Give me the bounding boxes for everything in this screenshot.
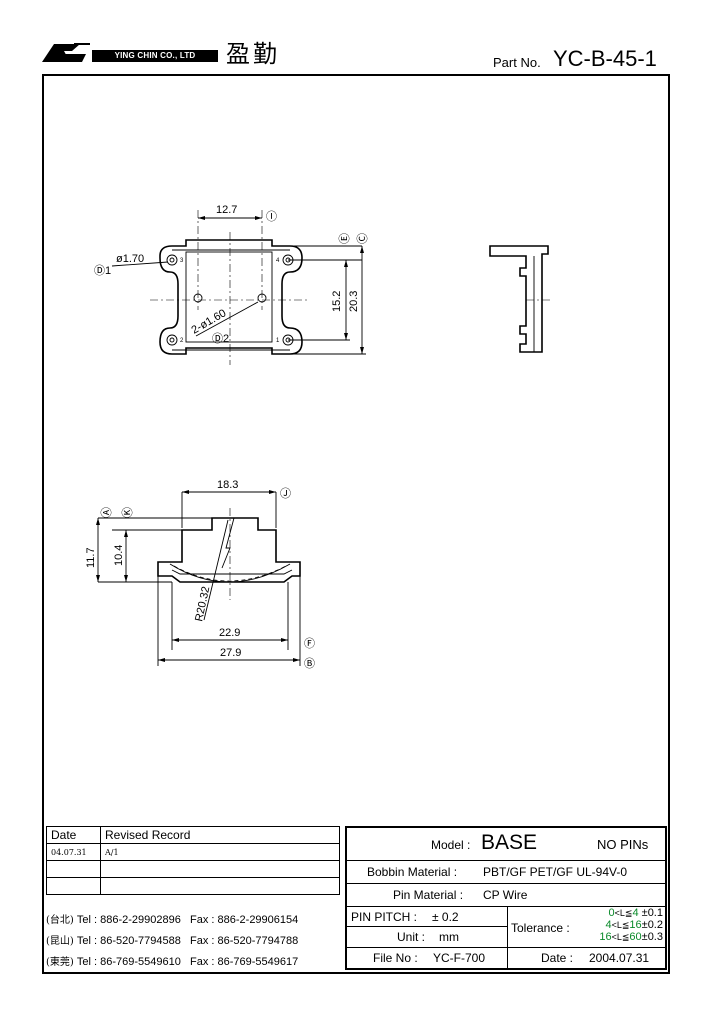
dim-18-3: 18.3 xyxy=(217,479,238,491)
part-number-value: YC-B-45-1 xyxy=(553,46,657,71)
revision-header: Date Revised Record xyxy=(46,826,340,844)
spec-pitch-row: PIN PITCH : ± 0.2 Unit : mm Tolerance : … xyxy=(347,907,665,948)
pin-2-label: 2 xyxy=(180,338,184,344)
dim-r2032: R20.32 xyxy=(193,585,212,622)
dim-12-7: 12.7 xyxy=(216,204,237,216)
tolerance-row: 16<L≦60±0.3 xyxy=(599,931,663,943)
contact-dongguan: (東莞) Tel : 86-769-5549610 Fax : 86-769-5… xyxy=(46,952,340,973)
drawing-frame xyxy=(42,74,670,974)
revision-row xyxy=(46,860,340,878)
contact-fax: Fax : 886-2-29906154 xyxy=(190,914,299,926)
ref-d2: Ⓓ2 xyxy=(212,332,229,345)
pins-value: NO PINs xyxy=(597,837,649,852)
pitch-label: PIN PITCH : xyxy=(351,910,418,924)
unit-value: mm xyxy=(439,930,459,944)
revision-record: A/1 xyxy=(100,843,340,861)
ref-c: Ⓒ xyxy=(356,233,369,244)
contact-kunshan: (昆山) Tel : 86-520-7794588 Fax : 86-520-7… xyxy=(46,931,340,952)
revision-date: 04.07.31 xyxy=(46,843,101,861)
contact-tel: Tel : 86-769-5549610 xyxy=(76,956,181,968)
company-name-en: YING CHIN CO., LTD xyxy=(92,50,218,62)
contact-city: (昆山) xyxy=(46,936,74,947)
dim-22-9: 22.9 xyxy=(219,627,240,639)
tolerance-row: 0<L≦4 ±0.1 xyxy=(608,907,663,919)
revision-date xyxy=(46,877,101,895)
company-logo xyxy=(42,43,90,62)
part-number-label: Part No. xyxy=(493,55,541,70)
contact-tel: Tel : 86-520-7794588 xyxy=(76,935,181,947)
spec-model-row: Model : BASE NO PINs xyxy=(347,828,665,861)
date-label: Date : xyxy=(541,951,574,965)
bobbin-value: PBT/GF PET/GF UL-94V-0 xyxy=(483,865,628,879)
unit-label: Unit : xyxy=(397,930,426,944)
contact-list: (台北) Tel : 886-2-29902896 Fax : 886-2-29… xyxy=(46,910,340,973)
pin-1-label: 1 xyxy=(276,338,280,344)
bobbin-label: Bobbin Material : xyxy=(367,865,458,879)
ref-f: Ⓕ xyxy=(304,637,315,650)
spec-pin-material-row: Pin Material : CP Wire xyxy=(347,884,665,907)
top-view: 12.7 Ⓘ 15.2 20.3 Ⓔ Ⓒ ø1.70 Ⓓ1 2-ø1.60 Ⓓ2… xyxy=(94,204,369,365)
dim-d170: ø1.70 xyxy=(116,253,144,265)
contact-fax: Fax : 86-520-7794788 xyxy=(190,935,299,947)
pin-material-label: Pin Material : xyxy=(393,888,464,902)
ref-a: Ⓐ xyxy=(100,507,113,518)
pitch-value: ± 0.2 xyxy=(432,910,459,924)
file-label: File No : xyxy=(373,951,418,965)
tolerance-label: Tolerance : xyxy=(511,921,570,935)
contact-tel: Tel : 886-2-29902896 xyxy=(76,914,181,926)
tolerance-table: 0<L≦4 ±0.1 4<L≦16±0.2 16<L≦60±0.3 xyxy=(579,907,663,943)
ref-e: Ⓔ xyxy=(338,233,351,244)
revision-record xyxy=(100,877,340,895)
spec-block: Model : BASE NO PINs Bobbin Material : P… xyxy=(345,826,667,970)
spec-file-row: File No : YC-F-700 Date : 2004.07.31 xyxy=(347,948,665,968)
ref-b: Ⓑ xyxy=(304,657,315,670)
ref-d1: Ⓓ1 xyxy=(94,264,111,277)
contact-city: (台北) xyxy=(46,915,74,926)
dim-27-9: 27.9 xyxy=(220,647,241,659)
pin-3-label: 3 xyxy=(180,258,184,264)
pin-material-value: CP Wire xyxy=(483,888,528,902)
revision-row: 04.07.31 A/1 xyxy=(46,843,340,861)
revision-table: Date Revised Record 04.07.31 A/1 xyxy=(46,826,340,895)
model-value: BASE xyxy=(481,831,538,854)
spec-bobbin-row: Bobbin Material : PBT/GF PET/GF UL-94V-0 xyxy=(347,861,665,884)
file-value: YC-F-700 xyxy=(433,951,486,965)
contact-fax: Fax : 86-769-5549617 xyxy=(190,956,299,968)
contact-city: (東莞) xyxy=(46,957,74,968)
revision-record xyxy=(100,860,340,878)
dim-11-7: 11.7 xyxy=(85,547,97,568)
model-label: Model : xyxy=(431,838,471,852)
revision-date xyxy=(46,860,101,878)
company-name-cn: 盈勤 xyxy=(226,40,280,68)
dim-20-3: 20.3 xyxy=(348,291,360,312)
ref-j: Ⓙ xyxy=(280,487,291,500)
ref-i: Ⓘ xyxy=(266,210,277,223)
ref-k: Ⓚ xyxy=(121,507,134,518)
pin-4-label: 4 xyxy=(276,258,280,264)
side-view xyxy=(489,245,552,353)
tolerance-row: 4<L≦16±0.2 xyxy=(605,919,663,931)
dim-15-2: 15.2 xyxy=(331,291,343,312)
contact-taipei: (台北) Tel : 886-2-29902896 Fax : 886-2-29… xyxy=(46,910,340,931)
front-view: 18.3 Ⓙ 11.7 10.4 Ⓐ Ⓚ R20.32 22.9 Ⓕ 27.9 xyxy=(85,479,315,670)
col-date: Date xyxy=(46,826,101,844)
revision-row xyxy=(46,877,340,895)
col-revised-record: Revised Record xyxy=(100,826,340,844)
dim-10-4: 10.4 xyxy=(113,545,125,566)
date-value: 2004.07.31 xyxy=(589,951,650,965)
